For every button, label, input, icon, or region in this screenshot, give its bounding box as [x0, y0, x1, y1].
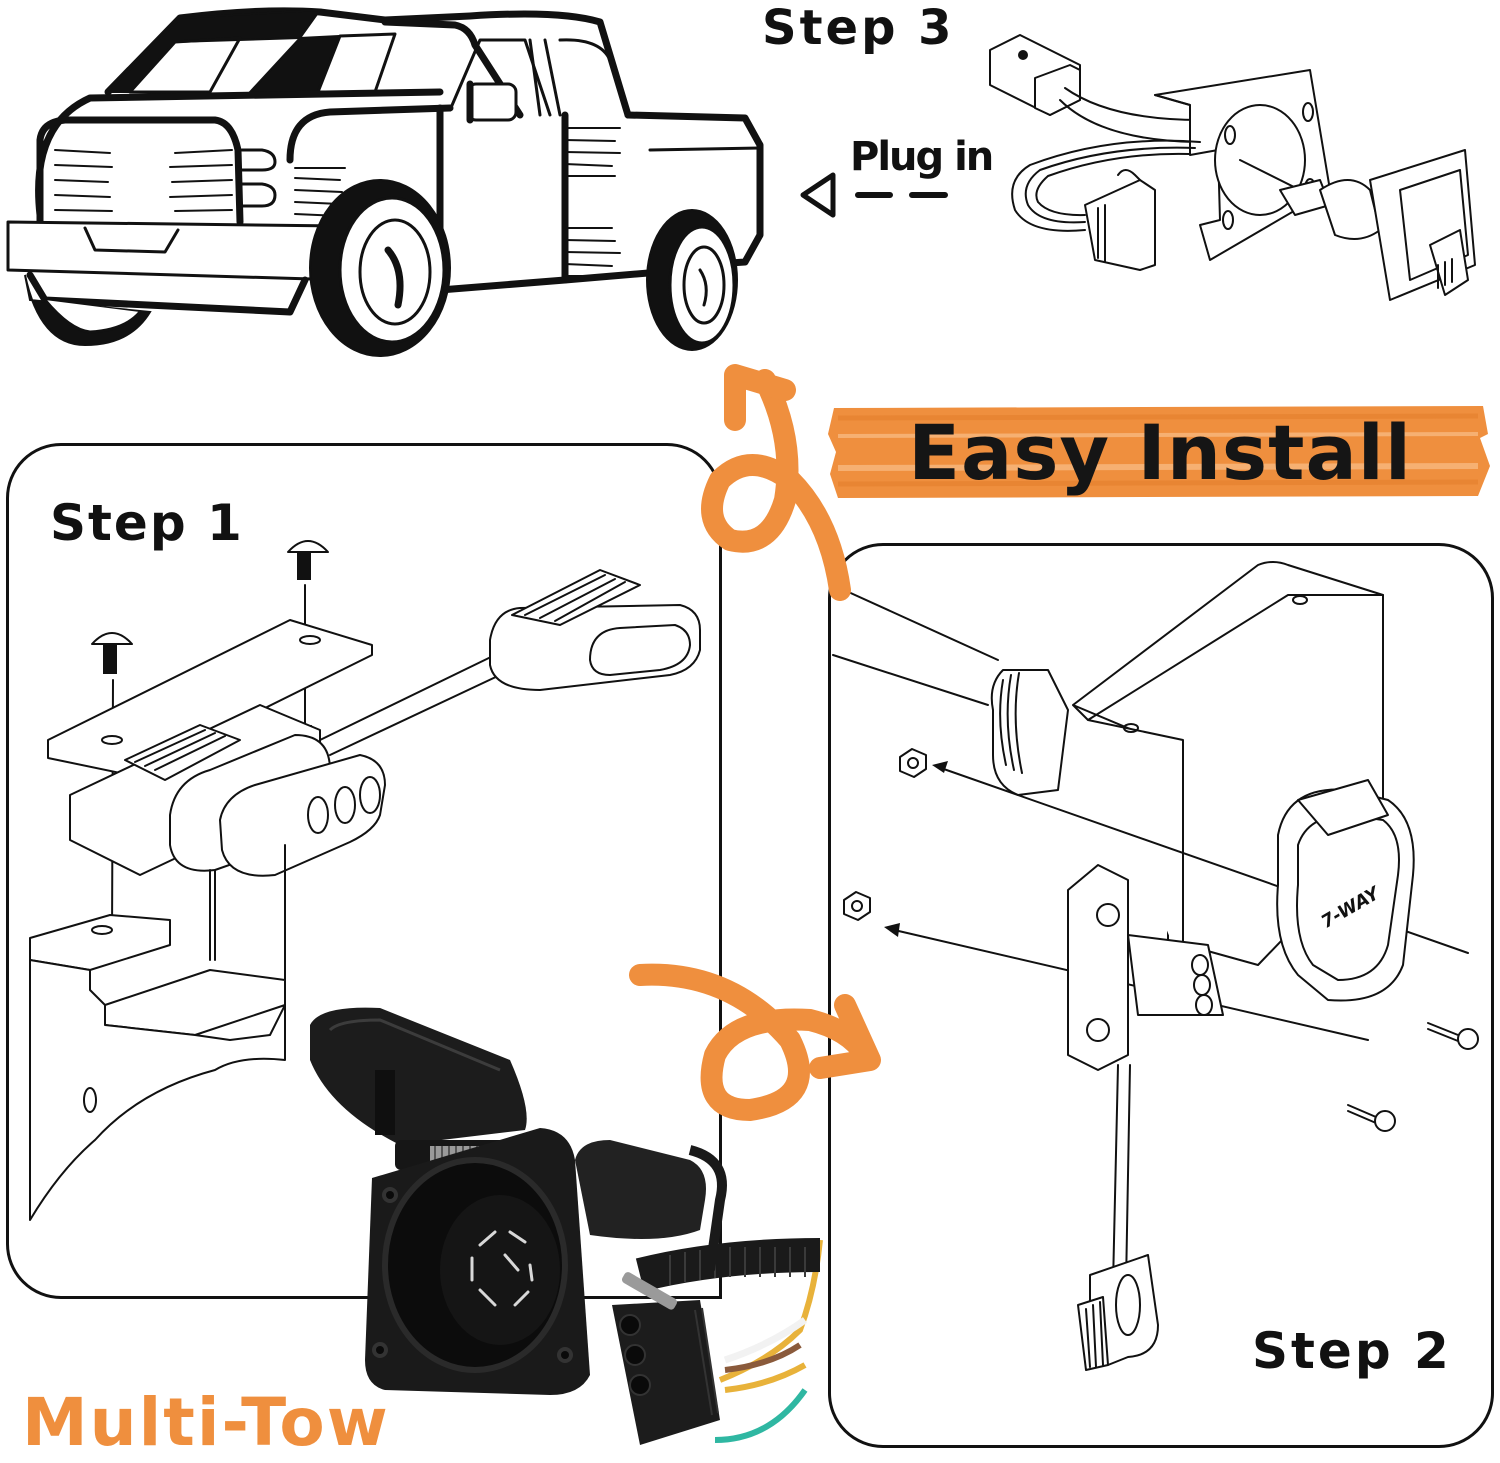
easy-install-title: Easy Install	[908, 407, 1412, 497]
pickup-truck-illustration	[6, 7, 764, 357]
screw-icon	[287, 540, 329, 580]
screw-icon	[91, 632, 133, 674]
nut-icon	[899, 748, 927, 778]
step-2-socket-illustration: 7-WAY	[832, 561, 1479, 1371]
curly-arrow-right-icon	[629, 963, 881, 1121]
brush-stroke-background	[828, 406, 1490, 498]
product-photo-7-way-socket	[310, 1007, 823, 1445]
plug-in-underline-dashes	[855, 192, 948, 198]
easy-install-banner: Easy Install	[828, 404, 1492, 500]
curly-arrow-up-icon	[701, 364, 851, 601]
step-3-harness-illustration	[989, 34, 1476, 301]
screw-icon	[1427, 1022, 1479, 1050]
nut-icon	[843, 891, 871, 921]
brand-name: Multi-Tow	[22, 1384, 390, 1461]
screw-icon	[1347, 1104, 1396, 1132]
step-3-label: Step 3	[762, 0, 955, 56]
step-2-label: Step 2	[1252, 1322, 1452, 1380]
left-triangle-arrow-icon	[800, 172, 836, 218]
step-1-bracket-illustration	[29, 540, 701, 1221]
plug-in-label: Plug in	[850, 134, 994, 180]
step-1-label: Step 1	[50, 494, 244, 552]
